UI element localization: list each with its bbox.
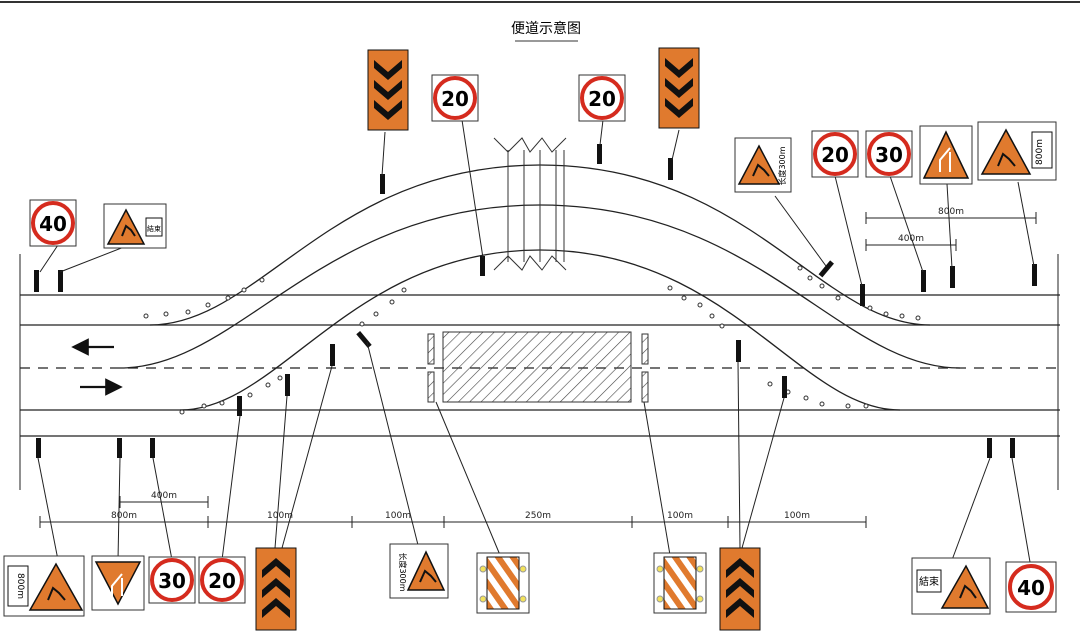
speed-limit-icon: 20 <box>198 556 246 604</box>
svg-text:800m: 800m <box>15 573 25 599</box>
lane-merge-icon <box>91 555 145 611</box>
chevron-sign-icon <box>719 547 761 631</box>
speed-limit-icon: 40 <box>29 199 77 247</box>
chevron-sign-icon <box>367 49 409 131</box>
barrier-icon <box>476 552 530 614</box>
speed-limit-icon: 20 <box>811 130 859 178</box>
svg-text:40: 40 <box>1017 576 1045 600</box>
speed-limit-icon: 40 <box>1005 561 1057 613</box>
dim-label-400-top: 400m <box>898 234 924 244</box>
barrier-left-bottom <box>427 371 435 403</box>
dim-label-100-a: 100m <box>267 511 293 521</box>
svg-text:20: 20 <box>821 143 849 167</box>
dim-label-100-d: 100m <box>784 511 810 521</box>
svg-text:800m: 800m <box>1035 139 1045 165</box>
dim-label-100-c: 100m <box>667 511 693 521</box>
svg-text:結束: 結束 <box>147 224 161 233</box>
work-zone <box>442 331 632 403</box>
bridge-lines <box>493 137 567 271</box>
lane-merge-icon <box>919 125 973 185</box>
svg-text:长度300m: 长度300m <box>777 146 787 185</box>
dim-label-800-top: 800m <box>938 207 964 217</box>
speed-limit-icon: 20 <box>578 74 626 122</box>
dimension-lines <box>39 212 1037 528</box>
speed-limit-icon: 20 <box>431 74 479 122</box>
chevron-sign-icon <box>255 547 297 631</box>
main-road <box>19 254 1060 490</box>
leader-lines <box>37 119 1035 563</box>
road-work-icon: 长度300m <box>734 137 792 193</box>
speed-limit-icon: 30 <box>865 130 913 178</box>
svg-text:长度300m: 长度300m <box>398 552 408 591</box>
cones <box>143 265 921 415</box>
road-work-icon: 800m <box>977 121 1057 181</box>
end-sign-icon: 結束 <box>911 557 991 615</box>
dim-label-100-b: 100m <box>385 511 411 521</box>
dim-label-800-bottom: 800m <box>111 511 137 521</box>
road-work-icon: 800m <box>3 555 85 617</box>
barrier-left-top <box>427 333 435 365</box>
svg-text:30: 30 <box>158 569 186 593</box>
svg-text:結束: 結束 <box>919 575 939 588</box>
diagram-title: 便道示意图 <box>511 20 581 37</box>
barrier-icon <box>653 552 707 614</box>
svg-text:30: 30 <box>875 143 903 167</box>
road-work-icon: 长度300m <box>389 543 449 599</box>
speed-limit-icon: 30 <box>148 556 196 604</box>
chevron-sign-icon <box>658 47 700 129</box>
sign-posts <box>34 144 1037 458</box>
svg-text:40: 40 <box>39 212 67 236</box>
barrier-right-top <box>641 333 649 365</box>
svg-text:20: 20 <box>208 569 236 593</box>
svg-text:20: 20 <box>588 87 616 111</box>
dim-label-250: 250m <box>525 511 551 521</box>
end-sign-icon: 結束 <box>103 203 167 249</box>
svg-text:20: 20 <box>441 87 469 111</box>
dim-label-400-bottom: 400m <box>151 491 177 501</box>
barrier-right-bottom <box>641 371 649 403</box>
